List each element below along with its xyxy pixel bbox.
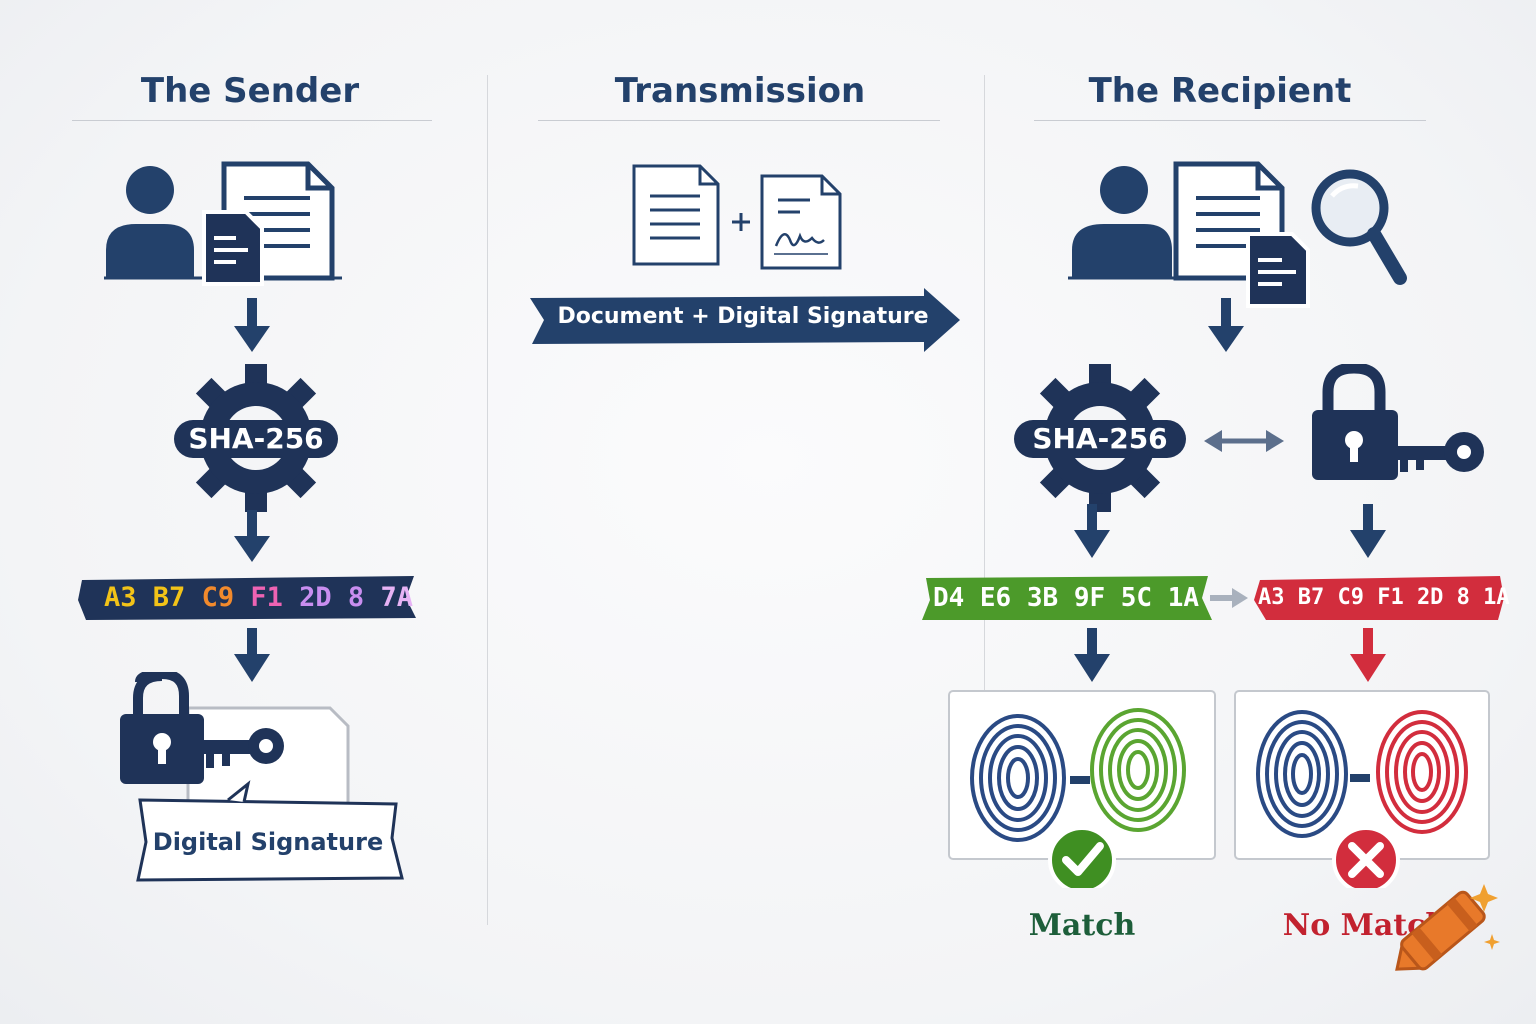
transmission-title: Transmission	[614, 71, 866, 111]
hash-part: 2D	[299, 582, 332, 613]
down-arrow-icon	[234, 510, 270, 562]
sender-hash-value: A3 B7 C9 F1 2D 8 7A	[104, 580, 413, 616]
right-arrow-icon	[1210, 588, 1248, 608]
sender-signature-label: Digital Signature	[152, 828, 384, 856]
hash-part: A3	[104, 582, 137, 613]
transmission-title-rule	[538, 120, 940, 121]
recipient-hash-algorithm-label: SHA-256	[1032, 422, 1168, 455]
sender-sha256-gear-icon	[174, 364, 338, 512]
recipient-title: The Recipient	[1088, 71, 1352, 111]
down-arrow-icon	[234, 298, 270, 352]
hash-part: C9	[201, 582, 235, 613]
transmission-arrow-label: Document + Digital Signature	[557, 304, 929, 329]
fingerprint-red-icon	[1376, 710, 1468, 834]
down-arrow-icon	[1074, 628, 1110, 682]
compare-double-arrow-icon	[1204, 430, 1284, 452]
recipient-public-key-lock-icon	[1312, 364, 1484, 480]
hash-part: 8	[347, 582, 365, 613]
column-divider-right	[984, 75, 985, 695]
down-arrow-icon	[234, 628, 270, 682]
recipient-person-document-magnifier-icon	[1068, 161, 1407, 308]
down-arrow-icon	[1350, 628, 1386, 682]
match-label: Match	[1028, 908, 1136, 943]
hash-part: 7A	[380, 582, 413, 613]
sender-person-document-icon	[104, 161, 342, 286]
no-match-comparison-card	[1234, 690, 1490, 888]
down-arrow-icon	[1208, 298, 1244, 352]
sender-title: The Sender	[140, 71, 360, 111]
transmission-arrow	[530, 288, 960, 352]
fingerprint-blue-icon	[970, 714, 1066, 842]
sender-signing-icon	[120, 672, 404, 882]
fingerprint-blue-icon	[1256, 710, 1348, 838]
recipient-title-rule	[1034, 120, 1426, 121]
down-arrow-icon	[1350, 504, 1386, 558]
sender-hash-ribbon	[78, 576, 416, 620]
decrypted-hash-value: A3 B7 C9 F1 2D 8 1A	[1258, 585, 1510, 610]
computed-hash-value: D4 E6 3B 9F 5C 1A	[932, 583, 1200, 613]
down-arrow-icon	[1074, 504, 1110, 558]
column-divider-left	[487, 75, 488, 925]
hash-part: B7	[152, 582, 186, 613]
match-comparison-card	[948, 690, 1216, 888]
fingerprint-green-icon	[1090, 708, 1186, 832]
document-plus-signature-icon	[632, 164, 842, 270]
sender-title-rule	[72, 120, 432, 121]
decrypted-hash-ribbon	[1254, 576, 1504, 620]
hash-part: F1	[250, 582, 283, 613]
crayon-logo-icon	[1395, 884, 1500, 971]
check-icon	[1048, 826, 1116, 888]
recipient-sha256-gear-icon	[1014, 364, 1186, 512]
sender-hash-algorithm-label: SHA-256	[188, 422, 324, 455]
computed-hash-ribbon	[922, 576, 1212, 620]
